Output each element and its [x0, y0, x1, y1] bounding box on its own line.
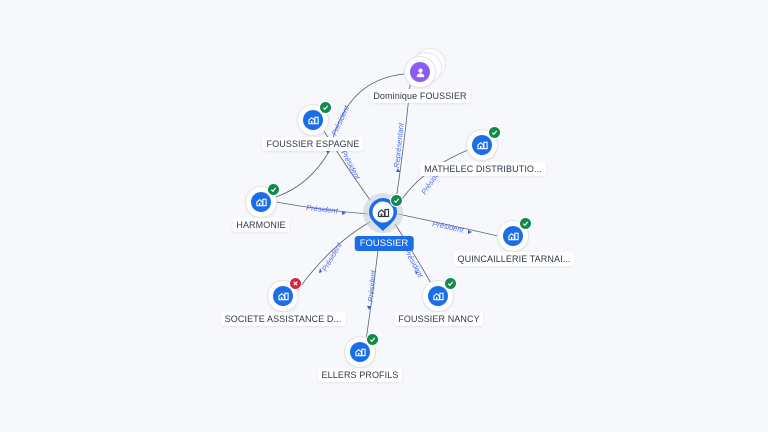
company-icon: [303, 110, 323, 130]
status-active-icon: [390, 194, 403, 207]
node-foussier-center[interactable]: [368, 194, 403, 231]
node-quincaillerie-tarnaise[interactable]: [498, 217, 532, 251]
edge-harmonie-center: [275, 201, 369, 215]
node-label[interactable]: Dominique FOUSSIER: [369, 89, 471, 103]
edge-arrow: [367, 306, 371, 310]
center-node-label[interactable]: FOUSSIER: [354, 236, 414, 251]
edge-label-espagne-center: Président: [339, 149, 362, 182]
map-pin-icon: [369, 198, 397, 231]
node-label[interactable]: FOUSSIER NANCY: [394, 312, 484, 326]
status-active-icon: [444, 277, 457, 290]
company-icon: [251, 192, 271, 212]
edge-arrow: [326, 150, 330, 154]
status-inactive-icon: [289, 277, 302, 290]
company-icon: [503, 226, 523, 246]
edge-label-center-quincaillerie: Président: [432, 219, 466, 235]
company-icon: [350, 342, 370, 362]
company-icon: [472, 135, 492, 155]
edge-center-nancy: [394, 223, 433, 286]
node-foussier-espagne[interactable]: [298, 101, 332, 135]
edge-arrow: [468, 230, 472, 234]
node-label[interactable]: HARMONIE: [232, 218, 290, 232]
edge-arrow: [342, 211, 346, 215]
company-icon: [428, 286, 448, 306]
edge-label-center-ellers: Président: [366, 269, 378, 302]
status-active-icon: [366, 333, 379, 346]
node-societe-assistance[interactable]: [268, 277, 302, 311]
edge-label-harmonie-center: Président: [306, 203, 339, 215]
node-dominique-foussier[interactable]: [405, 57, 435, 87]
edge-arrow: [415, 271, 418, 275]
edge-center-quincaillerie: [397, 213, 499, 237]
edge-label-dominique-harmonie: Président: [330, 103, 352, 136]
node-harmonie[interactable]: [246, 183, 280, 217]
node-label[interactable]: ELLERS PROFILS: [317, 368, 403, 382]
node-ellers-profils[interactable]: [345, 333, 379, 367]
node-label[interactable]: MATHELEC DISTRIBUTIO...: [420, 162, 546, 176]
edge-arrow: [319, 268, 322, 273]
status-active-icon: [319, 101, 332, 114]
edge-label-center-societe: Président: [320, 240, 344, 273]
status-active-icon: [488, 126, 501, 139]
edge-arrow: [396, 168, 400, 172]
status-active-icon: [519, 217, 532, 230]
edge-center-ellers: [365, 249, 379, 341]
edge-espagne-center: [321, 127, 371, 201]
person-icon: [410, 62, 430, 82]
company-icon: [377, 208, 390, 218]
node-foussier-nancy[interactable]: [423, 277, 457, 311]
edge-center-societe: [297, 221, 371, 291]
node-label[interactable]: QUINCAILLERIE TARNAI...: [453, 252, 575, 266]
node-label[interactable]: SOCIETE ASSISTANCE D...: [220, 312, 346, 326]
status-active-icon: [267, 183, 280, 196]
company-icon: [273, 286, 293, 306]
edge-label-center-nancy: Président: [402, 247, 425, 280]
node-mathelec-distribution[interactable]: [467, 126, 501, 160]
node-label[interactable]: FOUSSIER ESPAGNE: [262, 137, 364, 151]
